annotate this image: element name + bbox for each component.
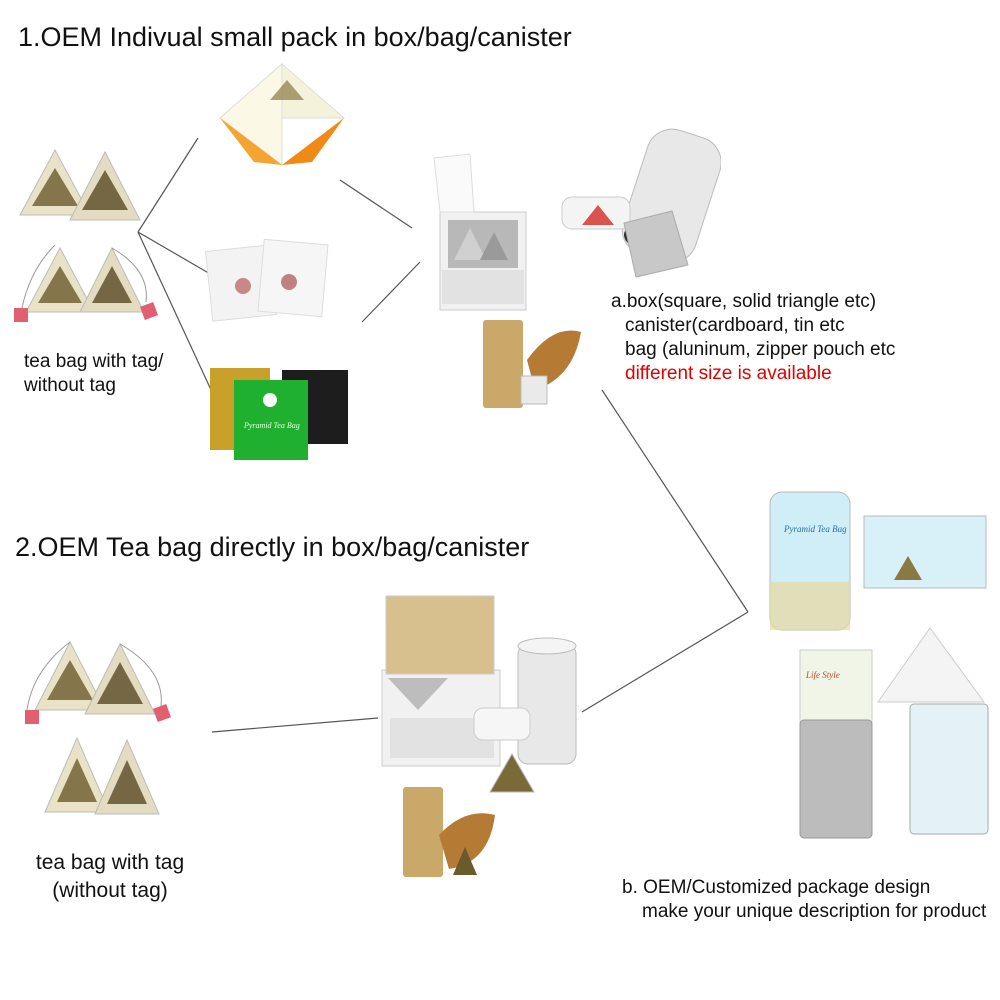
caption-line: tea bag with tag (35, 851, 185, 874)
pyramid-tea-bag (25, 246, 95, 313)
kraft-pouch-illustration (483, 320, 581, 408)
pyramid-tea-bag (44, 736, 110, 813)
caption-line: without tag (24, 375, 116, 396)
connector-line (339, 179, 413, 229)
box-label: Life Style (805, 670, 840, 680)
canister-and-foil-illustration (561, 128, 721, 278)
printed-pouch (909, 703, 989, 835)
packaging-line: canister(cardboard, tin etc (625, 315, 845, 336)
pyramid-tea-bag (79, 246, 145, 313)
custom-design-caption: b. OEM/Customized package design make yo… (622, 876, 986, 924)
connector-line (581, 611, 749, 713)
foil-bag (623, 210, 689, 278)
tea-tag (153, 704, 171, 722)
packaging-line: a.box(square, solid triangle etc) (611, 291, 877, 312)
packaging-line: bag (aluninum, zipper pouch etc (625, 339, 896, 360)
pyramid-tea-bag (19, 148, 91, 216)
pyramid-tea-bag (34, 640, 106, 711)
pyramid-tea-bags-illustration-2 (25, 640, 171, 815)
design-line: make your unique description for product (642, 901, 987, 922)
sachet-label: Pyramid Tea Bag (243, 421, 300, 430)
pyramid-tea-bag (69, 150, 141, 221)
tea-tag (25, 710, 39, 724)
canister-lid (473, 707, 531, 741)
tea-tag (14, 308, 28, 322)
design-line: b. OEM/Customized package design (622, 877, 931, 898)
pyramid-tea-bag (84, 642, 156, 715)
clear-sachets-illustration (205, 238, 329, 322)
connector-line (601, 389, 749, 613)
life-style-box (799, 649, 873, 723)
connector-line (211, 717, 379, 733)
printed-sachets-illustration: Pyramid Tea Bag (210, 368, 348, 460)
pyramid-box-illustration (218, 62, 346, 167)
canister-label: Pyramid Tea Bag (783, 524, 847, 534)
triangle-box (877, 627, 985, 703)
packaging-options-caption: a.box(square, solid triangle etc) canist… (611, 290, 895, 386)
section2-heading: 2.OEM Tea bag directly in box/bag/canist… (15, 532, 530, 562)
custom-box (863, 515, 987, 589)
pyramid-tea-bag (94, 738, 160, 815)
canister-body (517, 643, 577, 765)
kraft-pouch-illustration-2 (403, 787, 495, 877)
tea-tag (140, 302, 158, 320)
loose-tea-bag (489, 753, 535, 793)
section1-heading: 1.OEM Indivual small pack in box/bag/can… (18, 22, 572, 52)
box-and-canister-illustration (381, 595, 577, 793)
green-sachet (234, 380, 308, 460)
section2-tea-bag-caption: tea bag with tag (without tag) (30, 849, 190, 905)
custom-design-packaging-illustration: Pyramid Tea Bag Life Style (769, 491, 989, 839)
section1-tea-bag-caption: tea bag with tag/ without tag (24, 350, 163, 398)
silver-pouch (799, 719, 873, 839)
connector-line (361, 261, 421, 323)
caption-line: tea bag with tag/ (24, 351, 164, 372)
pyramid-tea-bags-illustration (14, 148, 158, 322)
caption-line: (without tag) (52, 879, 168, 902)
logo-icon (263, 393, 277, 407)
open-box-illustration (433, 153, 527, 311)
size-available-note: different size is available (625, 363, 832, 384)
